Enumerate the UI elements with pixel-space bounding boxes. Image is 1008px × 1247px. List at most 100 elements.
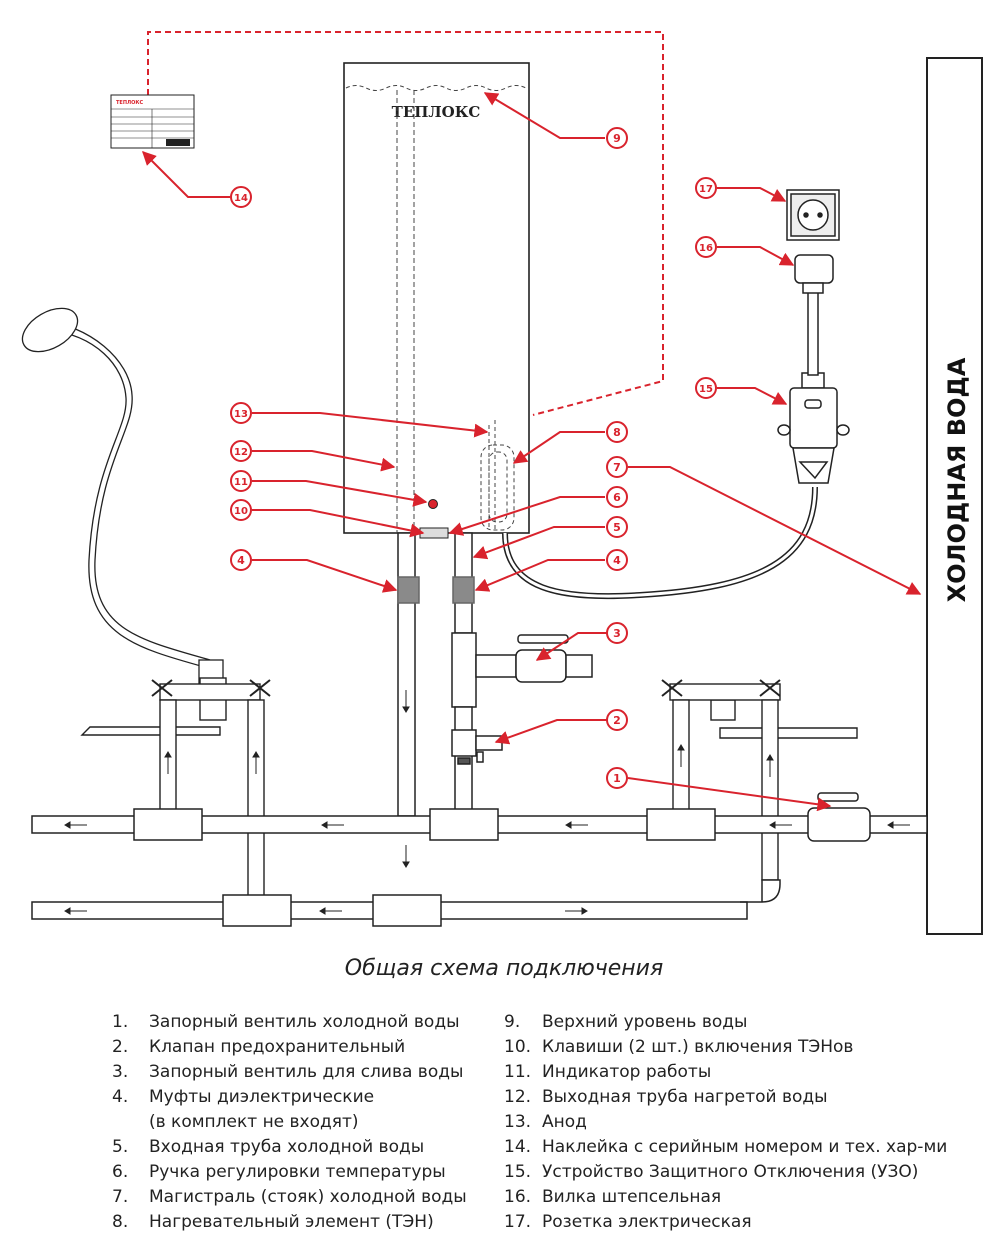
legend-item: 4. Муфты диэлектрические: [112, 1085, 467, 1110]
svg-text:1: 1: [613, 772, 621, 785]
water-heater: ТЕПЛОКС: [343, 62, 530, 539]
legend-text: Магистраль (стояк) холодной воды: [149, 1187, 467, 1207]
legend-text: Розетка электрическая: [542, 1212, 752, 1232]
legend-number: 17.: [504, 1212, 532, 1232]
cold-water-label: ХОЛОДНАЯ ВОДА: [943, 357, 971, 602]
legend-text: Входная труба холодной воды: [149, 1137, 425, 1157]
legend-text: Ручка регулировки температуры: [149, 1162, 446, 1182]
heater-pipes: [397, 532, 593, 818]
legend-item: 15. Устройство Защитного Отключения (УЗО): [504, 1160, 947, 1185]
callout-badges: 1 2 3 4 4 5 6 7 8 9 10 11 12 13 14 15 16…: [230, 127, 717, 789]
legend-item: 12. Выходная труба нагретой воды: [504, 1085, 947, 1110]
legend-text: Устройство Защитного Отключения (УЗО): [542, 1162, 919, 1182]
callout-4-left: 4: [230, 549, 252, 571]
callout-14: 14: [230, 186, 252, 208]
legend-item: 8. Нагревательный элемент (ТЭН): [112, 1210, 467, 1235]
callout-12: 12: [230, 440, 252, 462]
legend-item: 14. Наклейка с серийным номером и тех. ха…: [504, 1135, 947, 1160]
legend-number: 11.: [504, 1062, 532, 1082]
legend-text: Клапан предохранительный: [149, 1037, 406, 1057]
callout-8: 8: [606, 421, 628, 443]
shower: [21, 307, 224, 685]
legend-number: 3.: [112, 1062, 129, 1082]
socket: [786, 189, 840, 241]
legend-number: 15.: [504, 1162, 532, 1182]
legend-item: 16. Вилка штепсельная: [504, 1185, 947, 1210]
legend-item: 10.Клавиши (2 шт.) включения ТЭНов: [504, 1035, 947, 1060]
callout-4-right: 4: [606, 549, 628, 571]
legend-number: 7.: [112, 1187, 129, 1207]
legend-number: 12.: [504, 1087, 532, 1107]
legend-item: 3.Запорный вентиль для слива воды: [112, 1060, 467, 1085]
legend-number: 1.: [112, 1012, 129, 1032]
diagram-caption: Общая схема подключения: [344, 956, 664, 981]
legend-number: 10.: [504, 1037, 532, 1057]
svg-text:3: 3: [613, 627, 621, 640]
callout-3: 3: [606, 622, 628, 644]
callout-15: 15: [695, 377, 717, 399]
legend-text: Нагревательный элемент (ТЭН): [149, 1212, 434, 1232]
callout-11: 11: [230, 470, 252, 492]
legend-text: Индикатор работы: [542, 1062, 712, 1082]
svg-text:9: 9: [613, 132, 621, 145]
legend-text: (в комплект не входят): [149, 1112, 359, 1132]
legend-number: 6.: [112, 1162, 129, 1182]
legend-number: 13.: [504, 1112, 532, 1132]
svg-text:15: 15: [699, 384, 713, 395]
svg-text:ТЕПЛОКС: ТЕПЛОКС: [116, 100, 144, 106]
svg-text:2: 2: [613, 714, 621, 727]
legend-number: 16.: [504, 1187, 532, 1207]
svg-text:11: 11: [234, 477, 248, 488]
cold-water-riser: ХОЛОДНАЯ ВОДА: [926, 57, 983, 935]
legend-number: 4.: [112, 1087, 129, 1107]
legend-text: Наклейка с серийным номером и тех. хар-м…: [542, 1137, 948, 1157]
legend-item: 17. Розетка электрическая: [504, 1210, 947, 1235]
brand-logo: ТЕПЛОКС: [392, 103, 481, 121]
callout-6: 6: [606, 486, 628, 508]
svg-text:6: 6: [613, 491, 621, 504]
legend-text: Выходная труба нагретой воды: [542, 1087, 828, 1107]
cold-main-pipe: [31, 792, 928, 842]
sticker-link-dashed: [147, 31, 664, 416]
legend-item: (в комплект не входят): [112, 1110, 467, 1135]
callout-9: 9: [606, 127, 628, 149]
svg-text:4: 4: [613, 554, 621, 567]
legend-item: 13. Анод: [504, 1110, 947, 1135]
svg-text:5: 5: [613, 521, 621, 534]
legend-item: 6. Ручка регулировки температуры: [112, 1160, 467, 1185]
callout-10: 10: [230, 499, 252, 521]
legend-number: 14.: [504, 1137, 532, 1157]
legend-item: 9. Верхний уровень воды: [504, 1010, 947, 1035]
legend-text: Верхний уровень воды: [542, 1012, 748, 1032]
legend-number: 9.: [504, 1012, 521, 1032]
svg-text:16: 16: [699, 243, 713, 254]
legend-text: Анод: [542, 1112, 587, 1132]
legend-text: Запорный вентиль холодной воды: [149, 1012, 460, 1032]
legend-left: 1. Запорный вентиль холодной воды 2.Клапан…: [112, 1010, 467, 1235]
legend-right: 9. Верхний уровень воды 10.Клавиши (2 шт.)…: [504, 1010, 947, 1235]
legend-text: Вилка штепсельная: [542, 1187, 722, 1207]
callout-5: 5: [606, 516, 628, 538]
callout-13: 13: [230, 402, 252, 424]
legend-number: 5.: [112, 1137, 129, 1157]
work-indicator: [428, 499, 438, 509]
legend-item: 5. Входная труба холодной воды: [112, 1135, 467, 1160]
svg-text:4: 4: [237, 554, 245, 567]
svg-text:7: 7: [613, 461, 621, 474]
svg-text:10: 10: [234, 506, 248, 517]
callout-2: 2: [606, 709, 628, 731]
svg-text:14: 14: [234, 193, 248, 204]
legend-item: 2.Клапан предохранительный: [112, 1035, 467, 1060]
svg-text:8: 8: [613, 426, 621, 439]
callouts: [142, 92, 922, 812]
callout-16: 16: [695, 236, 717, 258]
legend-number: 8.: [112, 1212, 129, 1232]
hot-main-pipe: [31, 879, 781, 927]
callout-1: 1: [606, 767, 628, 789]
mixer-left: [80, 677, 271, 901]
power-keys[interactable]: [419, 527, 449, 539]
legend-text: Муфты диэлектрические: [149, 1087, 375, 1107]
power-cable: [502, 486, 818, 600]
callout-17: 17: [695, 177, 717, 199]
mixer-right: [661, 679, 858, 881]
